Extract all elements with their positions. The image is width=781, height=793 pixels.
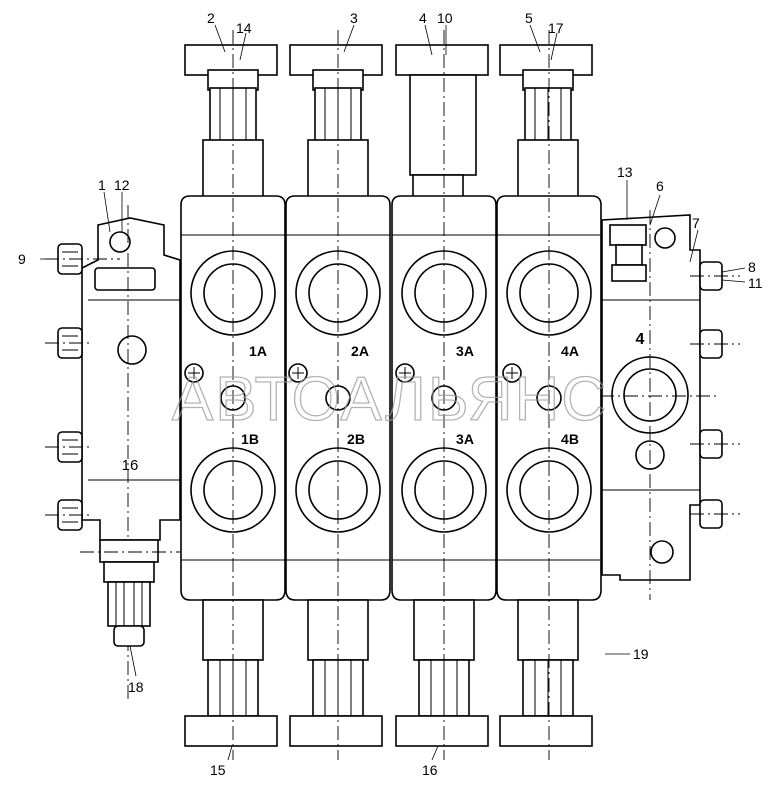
callout-6: 6 bbox=[656, 178, 664, 194]
callout-leaders bbox=[40, 24, 746, 761]
callout-4: 4 bbox=[419, 10, 427, 26]
callout-5: 5 bbox=[525, 10, 533, 26]
section-4 bbox=[496, 30, 602, 760]
end-cover-port-label: 4 bbox=[636, 331, 645, 348]
section-2 bbox=[285, 30, 391, 760]
section-1 bbox=[180, 30, 286, 760]
port-2b-label: 2B bbox=[347, 431, 365, 447]
callout-1: 1 bbox=[98, 177, 106, 193]
callout-numbers: 2 14 3 4 10 5 17 1 12 13 6 7 8 11 9 19 1… bbox=[18, 10, 763, 778]
port-2a-label: 2A bbox=[351, 343, 369, 359]
callout-16: 16 bbox=[422, 762, 438, 778]
callout-3: 3 bbox=[350, 10, 358, 26]
callout-17: 17 bbox=[548, 20, 564, 36]
callout-19: 19 bbox=[633, 646, 649, 662]
port-1a-label: 1A bbox=[249, 343, 267, 359]
callout-7: 7 bbox=[692, 215, 700, 231]
callout-11: 11 bbox=[748, 275, 763, 291]
port-1b-label: 1B bbox=[241, 431, 259, 447]
port-4b-label: 4B bbox=[561, 431, 579, 447]
section-screws bbox=[184, 363, 522, 383]
watermark: АВТОАЛЬЯНС bbox=[172, 365, 608, 434]
port-labels: 1A 1B 2A 2B 3A 3A 4A 4B 4 16 bbox=[122, 331, 645, 474]
relief-cartridge bbox=[80, 539, 180, 647]
inlet-cover-label: 16 bbox=[122, 457, 139, 474]
callout-13: 13 bbox=[617, 164, 633, 180]
port-3a-label: 3A bbox=[456, 343, 474, 359]
callout-9: 9 bbox=[18, 251, 26, 267]
callout-15: 15 bbox=[210, 762, 226, 778]
port-4a-label: 4A bbox=[561, 343, 579, 359]
callout-8: 8 bbox=[748, 259, 756, 275]
callout-2: 2 bbox=[207, 10, 215, 26]
section-3 bbox=[391, 30, 497, 760]
inlet-cover bbox=[45, 205, 181, 700]
callout-10: 10 bbox=[437, 10, 453, 26]
port-3a-bottom-label: 3A bbox=[456, 431, 474, 447]
callout-12: 12 bbox=[114, 177, 130, 193]
end-cover bbox=[600, 210, 740, 600]
callout-18: 18 bbox=[128, 679, 144, 695]
callout-14: 14 bbox=[236, 20, 252, 36]
